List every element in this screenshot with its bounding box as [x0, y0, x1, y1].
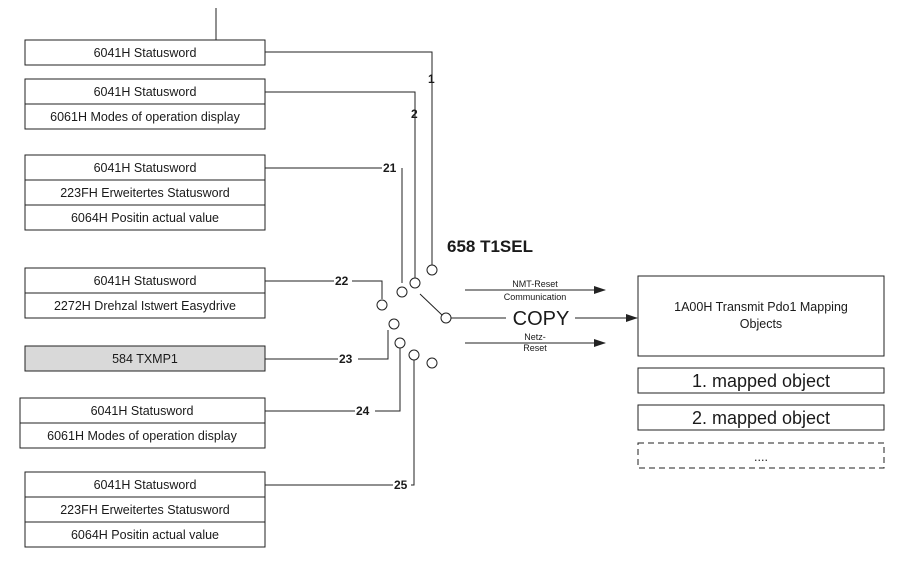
- object-label: 6041H Statusword: [94, 161, 197, 175]
- object-box: [24, 204, 266, 231]
- contact-24: [394, 337, 406, 349]
- object-label: 6041H Statusword: [94, 274, 197, 288]
- nmt-reset-label: NMT-Reset: [512, 279, 558, 289]
- contact-25: [408, 349, 420, 361]
- communication-label: Communication: [504, 292, 567, 302]
- object-box: [24, 78, 266, 105]
- wire-channel-24-rise: [375, 348, 401, 412]
- contact-1: [426, 264, 438, 276]
- contact-2: [409, 277, 421, 289]
- channel-number-23: 23: [339, 352, 353, 366]
- selector-title: 658 T1SEL: [447, 237, 533, 256]
- contact-21: [396, 286, 408, 298]
- object-label: 6041H Statusword: [94, 85, 197, 99]
- target-title-line1: 1A00H Transmit Pdo1 Mapping: [674, 300, 848, 314]
- object-group-2: 6041H Statusword 6061H Modes of operatio…: [24, 78, 266, 130]
- channel-number-2: 2: [411, 107, 418, 121]
- object-box: [24, 292, 266, 319]
- object-label: 6061H Modes of operation display: [50, 110, 240, 124]
- target-title-line2: Objects: [740, 317, 782, 331]
- mapped-label: 2. mapped object: [692, 408, 830, 428]
- contact-22: [376, 299, 388, 311]
- mapped-object-1: 1. mapped object: [637, 367, 885, 394]
- mapped-label: 1. mapped object: [692, 371, 830, 391]
- ellipsis-label: ....: [754, 450, 768, 464]
- object-label: 6064H Positin actual value: [71, 528, 219, 542]
- object-label: 6041H Statusword: [91, 404, 194, 418]
- object-box: [24, 103, 266, 130]
- object-label: 6041H Statusword: [94, 478, 197, 492]
- wire-channel-2: [265, 91, 416, 280]
- object-group-23: 584 TXMP1: [24, 345, 266, 372]
- channel-number-21: 21: [383, 161, 397, 175]
- mapped-object-more: ....: [637, 442, 885, 469]
- target-mapping-object: 1A00H Transmit Pdo1 Mapping Objects: [637, 275, 885, 357]
- wire-channel-22-drop: [352, 280, 383, 299]
- object-box: [19, 422, 266, 449]
- object-box: [24, 521, 266, 548]
- mapped-object-2: 2. mapped object: [637, 404, 885, 431]
- netz-label: Netz-: [524, 332, 546, 342]
- channel-number-1: 1: [428, 72, 435, 86]
- mapped-box: [637, 367, 885, 394]
- switch-pivot: [440, 312, 452, 324]
- object-group-21: 6041H Statusword 223FH Erweitertes Statu…: [24, 154, 266, 231]
- mapped-box: [637, 404, 885, 431]
- object-box: [24, 179, 266, 206]
- object-label: 584 TXMP1: [112, 352, 178, 366]
- object-label: 6041H Statusword: [94, 46, 197, 60]
- wire-channel-23-rise: [358, 330, 389, 360]
- object-label: 6061H Modes of operation display: [47, 429, 237, 443]
- target-box: [637, 275, 885, 357]
- channel-number-22: 22: [335, 274, 349, 288]
- object-label: 2272H Drehzal Istwert Easydrive: [54, 299, 236, 313]
- mapped-box-placeholder: [637, 442, 885, 469]
- reset-label: Reset: [523, 343, 547, 353]
- contact-spare: [426, 357, 438, 369]
- object-label: 223FH Erweitertes Statusword: [60, 503, 230, 517]
- selector-switch: [376, 264, 452, 369]
- object-group-24: 6041H Statusword 6061H Modes of operatio…: [19, 397, 266, 449]
- wire-channel-25-rise: [411, 351, 415, 486]
- object-box: [24, 496, 266, 523]
- contact-23: [388, 318, 400, 330]
- object-group-1: 6041H Statusword: [24, 39, 266, 66]
- switch-lever: [419, 293, 443, 316]
- channel-number-25: 25: [394, 478, 408, 492]
- copy-label: COPY: [513, 308, 570, 330]
- wire-channel-1: [265, 51, 433, 265]
- object-label: 6064H Positin actual value: [71, 211, 219, 225]
- object-group-22: 6041H Statusword 2272H Drehzal Istwert E…: [24, 267, 266, 319]
- object-group-25: 6041H Statusword 223FH Erweitertes Statu…: [24, 471, 266, 548]
- channel-number-24: 24: [356, 404, 370, 418]
- object-box-highlighted: [24, 345, 266, 372]
- object-label: 223FH Erweitertes Statusword: [60, 186, 230, 200]
